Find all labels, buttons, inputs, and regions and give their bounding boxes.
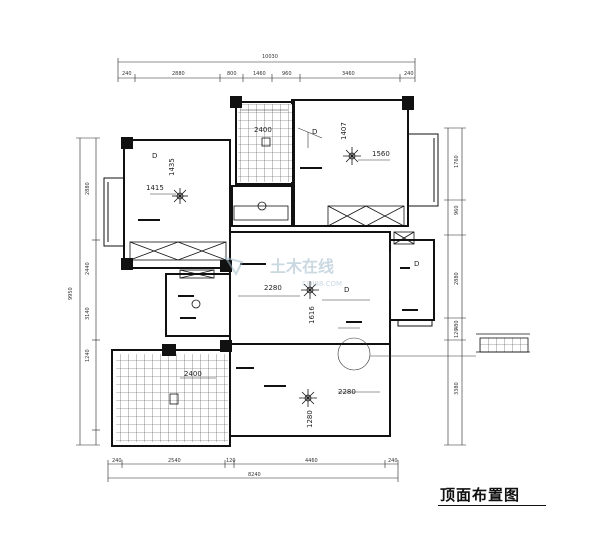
master-bedroom-marker: D bbox=[312, 128, 317, 136]
bottom-dim-2: 2540 bbox=[168, 458, 181, 464]
top-dim-7: 240 bbox=[404, 71, 414, 77]
left-dim-3: 3140 bbox=[85, 307, 91, 320]
watermark-text: 土木在线 bbox=[270, 257, 334, 276]
living-room-marker: D bbox=[344, 286, 349, 294]
top-dimension-chain bbox=[117, 58, 416, 82]
bath-tile-ceiling bbox=[116, 354, 228, 442]
left-dim-1: 2880 bbox=[85, 182, 91, 195]
bottom-dim-4: 4460 bbox=[305, 458, 318, 464]
ceiling-level-lines bbox=[150, 109, 476, 393]
right-dim-2: 960 bbox=[454, 205, 460, 215]
light-strips bbox=[138, 167, 418, 387]
right-dim-6: 3380 bbox=[454, 382, 460, 395]
watermark-logo-icon bbox=[223, 256, 244, 277]
top-dim-5: 960 bbox=[282, 71, 292, 77]
balconies bbox=[103, 133, 439, 327]
bottom-dim-1: 240 bbox=[112, 458, 122, 464]
bedroom-1-width: 1415 bbox=[146, 184, 164, 192]
left-dim-2: 2440 bbox=[85, 262, 91, 275]
right-dim-3: 2880 bbox=[454, 272, 460, 285]
kitchen-tile-ceiling bbox=[238, 104, 292, 182]
top-dim-1: 240 bbox=[122, 71, 132, 77]
ceiling-lights bbox=[169, 137, 361, 407]
top-dim-6: 3460 bbox=[342, 71, 355, 77]
dining-room-width: 2280 bbox=[338, 388, 356, 396]
right-dim-1: 1760 bbox=[454, 155, 460, 168]
left-overall-dim: 9950 bbox=[68, 287, 74, 300]
cabinets bbox=[129, 205, 415, 279]
columns bbox=[121, 96, 414, 356]
kitchen-width: 2400 bbox=[254, 126, 272, 134]
balcony-marker: D bbox=[414, 260, 419, 268]
section-detail bbox=[476, 333, 530, 353]
top-dim-2: 2880 bbox=[172, 71, 185, 77]
bottom-dim-5: 240 bbox=[388, 458, 398, 464]
master-bedroom-width: 1560 bbox=[372, 150, 390, 158]
left-dimension-chain bbox=[76, 137, 100, 446]
master-bedroom-height: 1407 bbox=[340, 122, 348, 140]
title-underline bbox=[438, 505, 546, 506]
right-dimension-chain bbox=[444, 127, 466, 446]
drawing-title: 顶面布置图 bbox=[440, 486, 521, 504]
living-room-width: 2280 bbox=[264, 284, 282, 292]
top-dim-4: 1460 bbox=[253, 71, 266, 77]
top-dim-3: 800 bbox=[227, 71, 237, 77]
bathroom-width: 2400 bbox=[184, 370, 202, 378]
right-dim-4: 480 bbox=[454, 320, 460, 330]
dining-room-height: 1280 bbox=[306, 410, 314, 428]
bedroom-1-height: 1435 bbox=[168, 158, 176, 176]
bottom-dim-3: 120 bbox=[226, 458, 236, 464]
bottom-overall-dim: 8240 bbox=[248, 472, 261, 478]
top-overall-dim: 10030 bbox=[262, 54, 278, 60]
watermark-subtext: COI88.COM bbox=[302, 280, 342, 288]
bedroom-1-marker: D bbox=[152, 152, 157, 160]
left-dim-4: 1240 bbox=[85, 349, 91, 362]
living-room-height: 1616 bbox=[308, 306, 316, 324]
bottom-dimension-chain bbox=[107, 460, 399, 482]
right-dim-5: 120 bbox=[454, 328, 460, 338]
